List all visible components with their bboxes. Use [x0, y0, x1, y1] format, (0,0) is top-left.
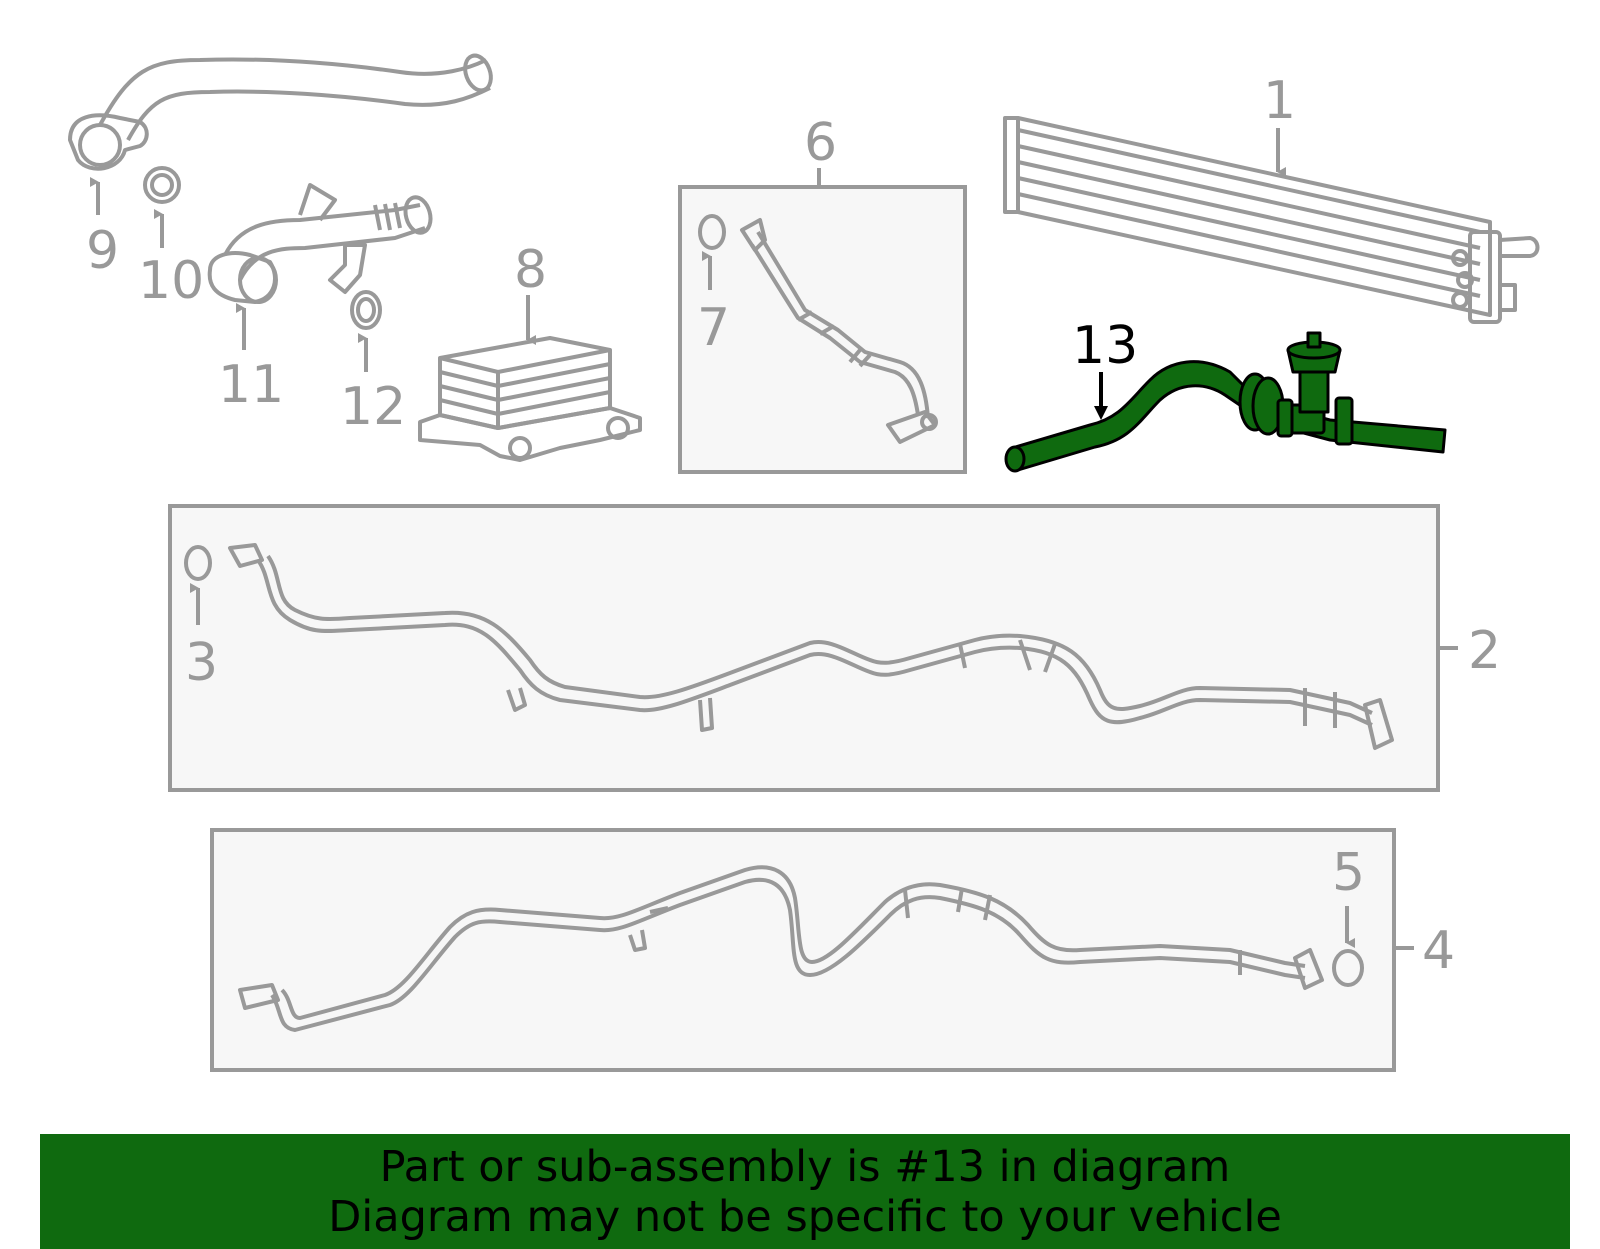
callout-12: 12 [340, 377, 406, 437]
part-6-box [678, 185, 967, 474]
part-3-seal[interactable] [184, 545, 212, 581]
part-1-cooler[interactable] [1003, 116, 1540, 324]
callout-7: 7 [697, 298, 730, 358]
part-5-seal[interactable] [1332, 949, 1364, 987]
callout-8: 8 [514, 240, 547, 300]
callout-13: 13 [1072, 316, 1138, 376]
part-9-hose[interactable] [68, 52, 495, 171]
part-12-seal[interactable] [350, 290, 382, 330]
callout-3: 3 [185, 633, 218, 693]
callout-9: 9 [86, 221, 119, 281]
callout-6: 6 [804, 113, 837, 173]
callout-11: 11 [218, 355, 284, 415]
banner-line-1: Part or sub-assembly is #13 in diagram [379, 1142, 1231, 1192]
callout-1: 1 [1263, 71, 1296, 131]
callout-4: 4 [1422, 921, 1455, 981]
callout-5: 5 [1332, 843, 1365, 903]
part-11-pipe[interactable] [207, 183, 435, 304]
part-4-pipe[interactable] [238, 865, 1324, 1032]
info-banner: Part or sub-assembly is #13 in diagram D… [40, 1134, 1570, 1249]
part-6-pipe[interactable] [740, 218, 938, 444]
part-2-box [168, 504, 1440, 792]
banner-line-2: Diagram may not be specific to your vehi… [328, 1192, 1282, 1242]
callout-10: 10 [138, 251, 204, 311]
callout-2: 2 [1468, 621, 1501, 681]
part-7-seal[interactable] [698, 214, 726, 250]
part-10-seal[interactable] [143, 166, 181, 204]
part-8-oil-cooler[interactable] [418, 336, 642, 462]
part-2-pipe[interactable] [228, 543, 1394, 750]
part-13-hose-assembly[interactable] [1004, 331, 1447, 473]
